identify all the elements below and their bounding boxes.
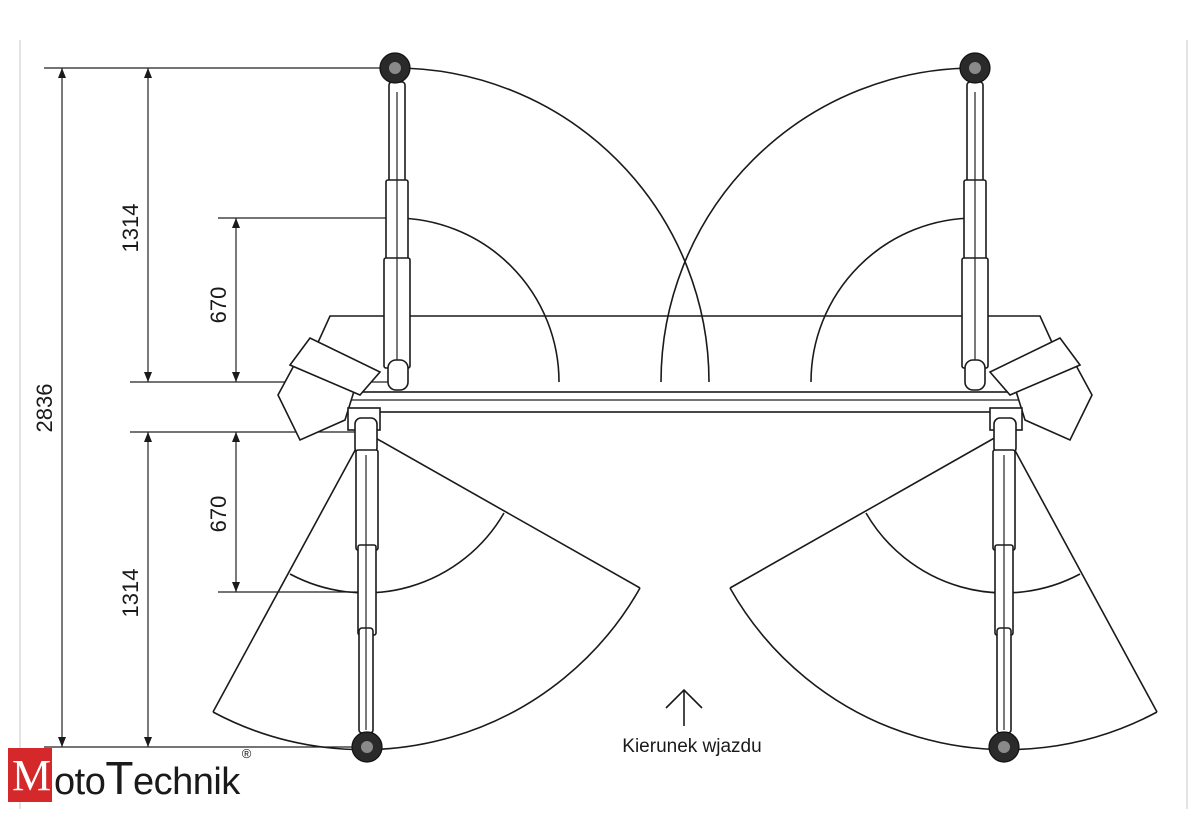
dimension-lower-short: 670	[206, 496, 231, 533]
logo-text-echnik: echnik	[132, 761, 240, 803]
lower-left-arm	[354, 417, 379, 734]
dimension-overall: 2836	[32, 384, 57, 433]
logo-text-oto: oto	[54, 761, 106, 803]
entry-direction-arrow	[665, 688, 703, 726]
registered-mark: ®	[241, 746, 252, 761]
upper-right-arm	[961, 81, 989, 391]
dimension-upper-long: 1314	[118, 204, 143, 253]
logo-wordmark: otoTechnik	[52, 755, 240, 803]
lower-right-arm	[992, 417, 1017, 734]
moto-technik-logo: M otoTechnik ®	[8, 744, 251, 802]
logo-letter-t: T	[105, 752, 133, 804]
logo-mark: M	[8, 748, 52, 802]
dimension-lines	[44, 67, 395, 748]
lift-base	[277, 315, 1093, 442]
swing-arcs	[212, 67, 1158, 751]
logo-letter-m: M	[12, 751, 52, 800]
entry-direction-label: Kierunek wjazdu	[622, 736, 761, 757]
upper-left-arm	[383, 81, 411, 391]
dimension-lower-long: 1314	[118, 569, 143, 618]
dimension-upper-short: 670	[206, 287, 231, 324]
